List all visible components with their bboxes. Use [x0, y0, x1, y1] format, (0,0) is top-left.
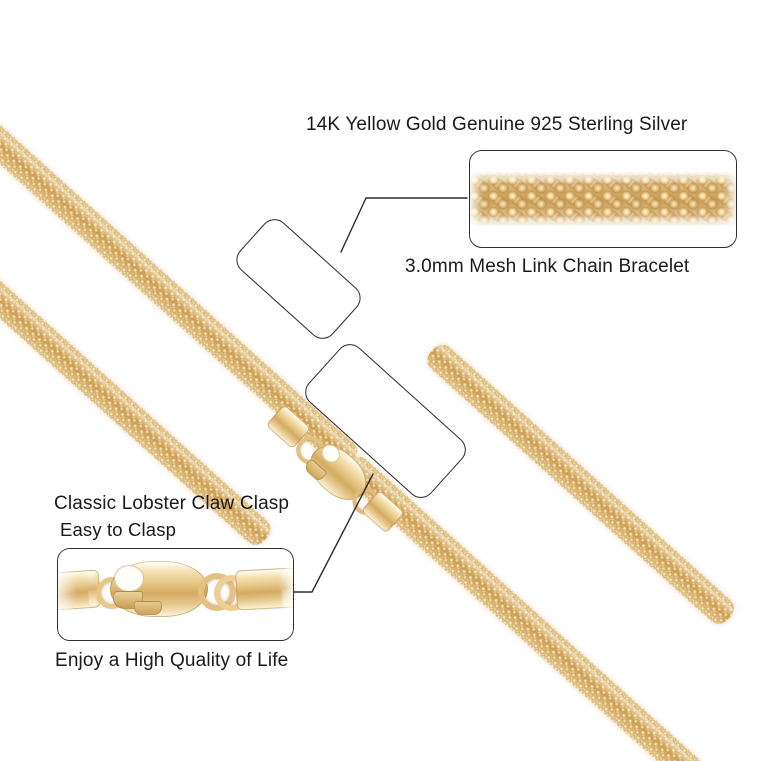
clasp-detail-gate-opening [114, 565, 144, 592]
caption-clasp-subtitle: Easy to Clasp [60, 519, 177, 540]
leader-line-mesh [340, 197, 468, 253]
mesh-highlight-callout-box [230, 213, 367, 345]
mesh-detail-inset [469, 150, 737, 248]
clasp-detail-thumb-lever [134, 601, 162, 615]
clasp-detail-inset [57, 548, 294, 641]
caption-product-spec: 3.0mm Mesh Link Chain Bracelet [405, 256, 690, 277]
caption-clasp-title: Classic Lobster Claw Clasp [54, 493, 290, 514]
caption-tagline: Enjoy a High Quality of Life [55, 650, 289, 671]
caption-material: 14K Yellow Gold Genuine 925 Sterling Sil… [306, 114, 688, 135]
mesh-detail-image [470, 172, 736, 226]
clasp-detail-image [58, 549, 293, 640]
clasp-detail-cap-right-band [281, 570, 292, 606]
